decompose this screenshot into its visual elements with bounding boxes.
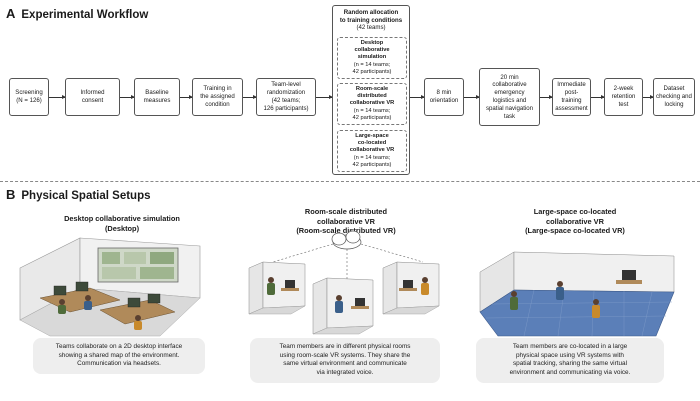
allocation-box: Random allocation to training conditions… bbox=[332, 5, 410, 175]
person-icon bbox=[422, 277, 428, 283]
condition-room-scale-detail: (n = 14 teams; 42 participants) bbox=[352, 107, 392, 121]
desk-icon bbox=[616, 280, 642, 284]
person-icon bbox=[268, 277, 274, 283]
map-tile-icon bbox=[102, 252, 120, 264]
person-icon bbox=[421, 283, 429, 295]
panel-a-title-text: Experimental Workflow bbox=[21, 9, 149, 21]
condition-large-space-name: Large-space co-located collaborative VR bbox=[349, 133, 395, 154]
person-icon bbox=[592, 299, 600, 318]
panel-b-title-text: Physical Spatial Setups bbox=[21, 190, 151, 202]
setup-desktop-caption: Teams collaborate on a 2D desktop interf… bbox=[33, 338, 205, 374]
baseline-box: Baseline measures bbox=[134, 78, 180, 116]
monitor-icon bbox=[403, 280, 413, 288]
panel-a-title: A Experimental Workflow bbox=[6, 6, 148, 21]
person-icon bbox=[335, 301, 343, 313]
setup-desktop-title-text: Desktop collaborative simulation (Deskto… bbox=[64, 214, 180, 233]
setup-large-space-title: Large-space co-located collaborative VR … bbox=[515, 198, 635, 244]
condition-desktop-name: Desktop collaborative simulation bbox=[354, 40, 390, 61]
monitor-icon bbox=[75, 281, 89, 292]
large-space-floor bbox=[479, 289, 675, 337]
map-tile-icon bbox=[150, 252, 174, 264]
monitor-icon bbox=[147, 293, 161, 304]
panel-b-letter: B bbox=[6, 187, 16, 202]
cloud-icon bbox=[331, 230, 362, 250]
arrow-orientation-task bbox=[464, 95, 480, 99]
person-icon bbox=[556, 281, 564, 300]
setup-desktop-title: Desktop collaborative simulation (Deskto… bbox=[62, 205, 182, 242]
person-icon bbox=[134, 315, 142, 330]
map-tile-icon bbox=[102, 267, 136, 279]
room-left bbox=[248, 261, 306, 315]
monitor-icon bbox=[285, 280, 295, 288]
setup-large-space-caption: Team members are co-located in a large p… bbox=[476, 338, 664, 383]
dataset-box: Dataset checking and locking bbox=[653, 78, 695, 116]
arrow-baseline-training bbox=[180, 95, 193, 99]
assessment-box: Immediate post- training assessment bbox=[552, 78, 591, 116]
allocation-count: (42 teams) bbox=[356, 24, 386, 32]
setup-room-scale-title: Room-scale distributed collaborative VR … bbox=[286, 198, 406, 244]
map-tile-icon bbox=[124, 252, 146, 264]
retention-box: 2-week retention test bbox=[604, 78, 643, 116]
room-scale-setup-illustration bbox=[248, 230, 440, 335]
condition-desktop-detail: (n = 14 teams; 42 participants) bbox=[352, 61, 392, 75]
setup-room-scale-caption: Team members are in different physical r… bbox=[250, 338, 440, 383]
allocation-header: Random allocation to training conditions… bbox=[333, 9, 409, 32]
panel-b-title: B Physical Spatial Setups bbox=[6, 187, 151, 202]
room-right bbox=[382, 261, 440, 315]
desk-icon bbox=[281, 288, 299, 291]
screening-box: Screening (N = 126) bbox=[9, 78, 49, 116]
randomization-box: Team-level randomization (42 teams; 126 … bbox=[256, 78, 316, 116]
arrow-retention-dataset bbox=[643, 95, 654, 99]
setup-large-space-title-text: Large-space co-located collaborative VR … bbox=[525, 207, 625, 235]
person-icon bbox=[510, 291, 518, 310]
desktop-setup-illustration bbox=[19, 237, 201, 337]
training-box: Training in the assigned condition bbox=[192, 78, 243, 116]
monitor-icon bbox=[355, 298, 365, 306]
arrow-consent-baseline bbox=[120, 95, 135, 99]
panel-divider bbox=[0, 181, 700, 182]
map-tile-icon bbox=[140, 267, 174, 279]
arrow-training-randomization bbox=[243, 95, 257, 99]
condition-large-space-detail: (n = 14 teams; 42 participants) bbox=[352, 154, 392, 168]
monitor-icon bbox=[53, 285, 67, 296]
task-box: 20 min collaborative emergency logistics… bbox=[479, 68, 540, 126]
setup-room-scale-title-text: Room-scale distributed collaborative VR … bbox=[296, 207, 396, 235]
desk-icon bbox=[351, 306, 369, 309]
floor-grid bbox=[485, 289, 673, 337]
monitor-icon bbox=[622, 270, 636, 280]
room-center bbox=[312, 277, 374, 335]
network-link bbox=[272, 243, 334, 263]
large-space-wall-back bbox=[513, 251, 675, 293]
person-icon bbox=[336, 295, 342, 301]
arrow-assessment-retention bbox=[591, 95, 605, 99]
condition-desktop: Desktop collaborative simulation (n = 14… bbox=[337, 37, 407, 79]
panel-a-letter: A bbox=[6, 6, 16, 21]
condition-room-scale-name: Room-scale distributed collaborative VR bbox=[349, 86, 395, 107]
arrow-randomization-allocation bbox=[316, 95, 333, 99]
person-icon bbox=[267, 283, 275, 295]
orientation-box: 8 min orientation bbox=[424, 78, 464, 116]
arrow-screening-consent bbox=[49, 95, 66, 99]
condition-large-space: Large-space co-located collaborative VR … bbox=[337, 130, 407, 172]
network-link bbox=[360, 243, 424, 263]
large-space-setup-illustration bbox=[479, 251, 675, 337]
desk-icon bbox=[399, 288, 417, 291]
arrow-allocation-orientation bbox=[410, 95, 425, 99]
allocation-title: Random allocation to training conditions bbox=[339, 9, 403, 24]
person-icon bbox=[84, 295, 92, 310]
monitor-icon bbox=[127, 297, 141, 308]
arrow-task-assessment bbox=[540, 95, 553, 99]
condition-room-scale: Room-scale distributed collaborative VR … bbox=[337, 83, 407, 125]
person-icon bbox=[58, 299, 66, 314]
consent-box: Informed consent bbox=[65, 78, 120, 116]
